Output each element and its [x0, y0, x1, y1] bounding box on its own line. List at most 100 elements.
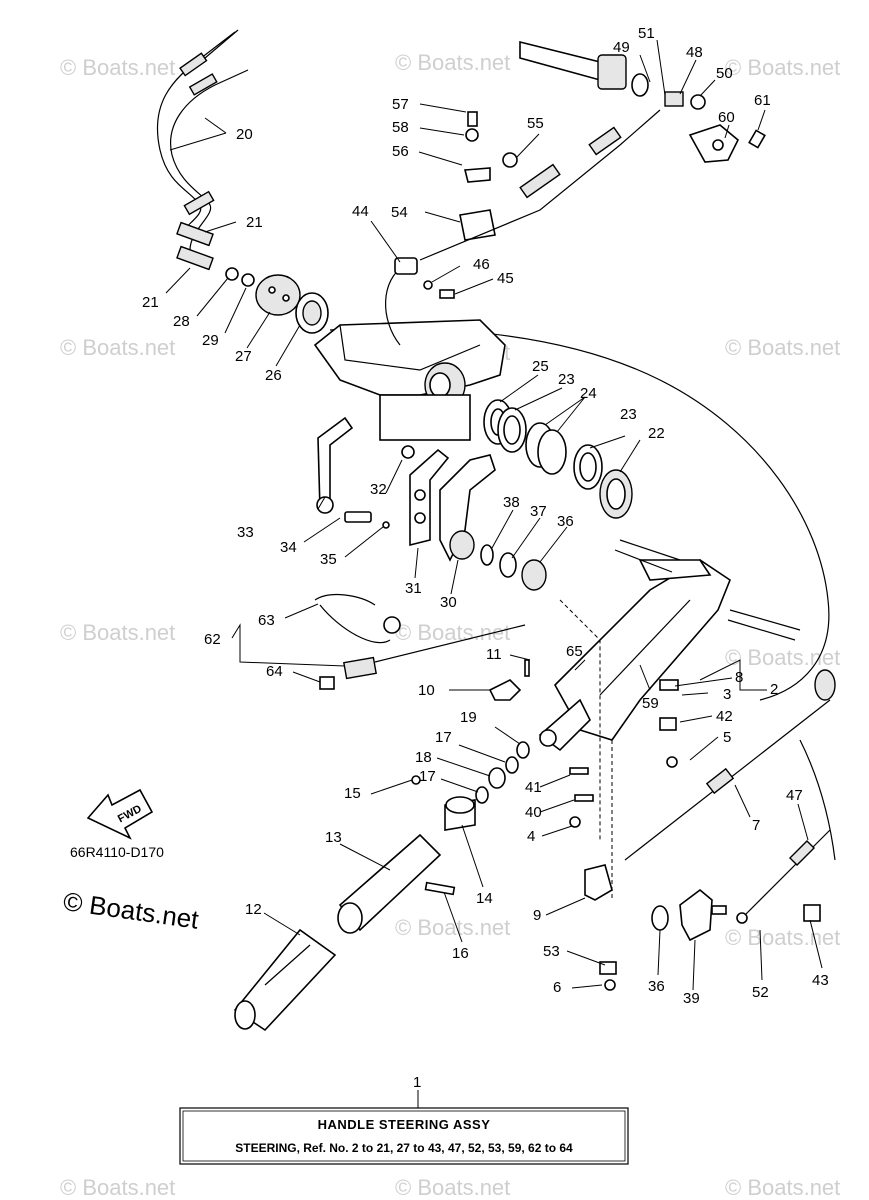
grip-parts — [233, 659, 530, 1032]
callout-31: 31 — [405, 580, 422, 597]
upper-cable-parts — [384, 109, 661, 346]
watermark: © Boats.net — [60, 620, 175, 645]
callout-34: 34 — [280, 539, 297, 556]
watermark: © Boats.net — [60, 335, 175, 360]
callout-18: 18 — [415, 749, 432, 766]
callout-8: 8 — [735, 669, 743, 686]
watermark: © Boats.net — [395, 620, 510, 645]
watermark: © Boats.net — [395, 915, 510, 940]
callout-10: 10 — [418, 682, 435, 699]
callout-numbers: 2 3 4 5 6 7 8 9 10 11 12 13 14 15 16 17 … — [142, 25, 829, 1007]
upper-linkage — [519, 40, 766, 163]
watermark: © Boats.net — [395, 50, 510, 75]
callout-61: 61 — [754, 92, 771, 109]
callout-9: 9 — [533, 907, 541, 924]
callout-65: 65 — [566, 643, 583, 660]
assembly-title-box: 1 HANDLE STEERING ASSY STEERING, Ref. No… — [179, 1074, 629, 1165]
callout-23b: 23 — [620, 406, 637, 423]
callout-12: 12 — [245, 901, 262, 918]
callout-26: 26 — [265, 367, 282, 384]
callout-39: 39 — [683, 990, 700, 1007]
callout-21a: 21 — [246, 214, 263, 231]
callout-63: 63 — [258, 612, 275, 629]
throttle-cables — [156, 29, 249, 271]
callout-55: 55 — [527, 115, 544, 132]
callout-43: 43 — [812, 972, 829, 989]
callout-47: 47 — [786, 787, 803, 804]
watermark: © Boats.net — [725, 55, 840, 80]
callout-4: 4 — [527, 828, 535, 845]
callout-5: 5 — [723, 729, 731, 746]
callout-62: 62 — [204, 631, 221, 648]
callout-17a: 17 — [435, 729, 452, 746]
watermark: © Boats.net — [725, 925, 840, 950]
watermark: © Boats.net — [725, 1175, 840, 1200]
callout-58: 58 — [392, 119, 409, 136]
callout-48: 48 — [686, 44, 703, 61]
callout-11: 11 — [486, 646, 502, 663]
callout-49: 49 — [613, 39, 630, 56]
callout-25: 25 — [532, 358, 549, 375]
callout-36b: 36 — [648, 978, 665, 995]
bracket-parts — [225, 267, 329, 334]
callout-3: 3 — [723, 686, 731, 703]
callout-27: 27 — [235, 348, 252, 365]
kill-switch-parts — [314, 594, 526, 690]
callout-50: 50 — [716, 65, 733, 82]
assembly-ref-number: 1 — [413, 1074, 421, 1091]
callout-7: 7 — [752, 817, 760, 834]
callout-42: 42 — [716, 708, 733, 725]
callout-6: 6 — [553, 979, 561, 996]
callout-45: 45 — [497, 270, 514, 287]
watermark: © Boats.net — [60, 1175, 175, 1200]
outline-curve-lower — [799, 739, 836, 861]
callout-2: 2 — [770, 681, 778, 698]
levers — [316, 416, 496, 562]
assembly-description: STEERING, Ref. No. 2 to 21, 27 to 43, 47… — [235, 1141, 573, 1155]
callout-28: 28 — [173, 313, 190, 330]
watermarks: © Boats.net © Boats.net © Boats.net © Bo… — [60, 50, 840, 1200]
callout-57: 57 — [392, 96, 409, 113]
callout-21b: 21 — [142, 294, 159, 311]
seals — [483, 399, 633, 519]
watermark: © Boats.net — [60, 55, 175, 80]
callout-41: 41 — [525, 779, 542, 796]
callout-60: 60 — [718, 109, 735, 126]
fwd-arrow: FWD — [86, 788, 154, 840]
callout-19: 19 — [460, 709, 477, 726]
assembly-title: HANDLE STEERING ASSY — [318, 1117, 491, 1132]
washers — [480, 544, 547, 591]
watermark: © Boats.net — [725, 645, 840, 670]
callout-33: 33 — [237, 524, 254, 541]
callout-32: 32 — [370, 481, 387, 498]
callout-38: 38 — [503, 494, 520, 511]
upper-housing — [313, 319, 506, 441]
callout-56: 56 — [392, 143, 409, 160]
callout-59: 59 — [642, 695, 659, 712]
callout-24: 24 — [580, 385, 597, 402]
callout-64: 64 — [266, 663, 283, 680]
callout-51: 51 — [638, 25, 655, 42]
callout-23a: 23 — [558, 371, 575, 388]
callout-46: 46 — [473, 256, 490, 273]
watermark: © Boats.net — [725, 335, 840, 360]
drawing-code: 66R4110-D170 — [70, 844, 164, 860]
callout-54: 54 — [391, 204, 408, 221]
tiller-body — [538, 539, 801, 900]
callout-53: 53 — [543, 943, 560, 960]
leader-lines — [165, 39, 823, 1108]
brand-logo: © Boats.net — [61, 886, 201, 935]
callout-16: 16 — [452, 945, 469, 962]
rod-parts — [569, 669, 836, 991]
callout-40: 40 — [525, 804, 542, 821]
callout-14: 14 — [476, 890, 493, 907]
callout-36a: 36 — [557, 513, 574, 530]
callout-20: 20 — [236, 126, 253, 143]
callout-15: 15 — [344, 785, 361, 802]
callout-35: 35 — [320, 551, 337, 568]
callout-17b: 17 — [419, 768, 436, 785]
callout-30: 30 — [440, 594, 457, 611]
callout-13: 13 — [325, 829, 342, 846]
callout-52: 52 — [752, 984, 769, 1001]
